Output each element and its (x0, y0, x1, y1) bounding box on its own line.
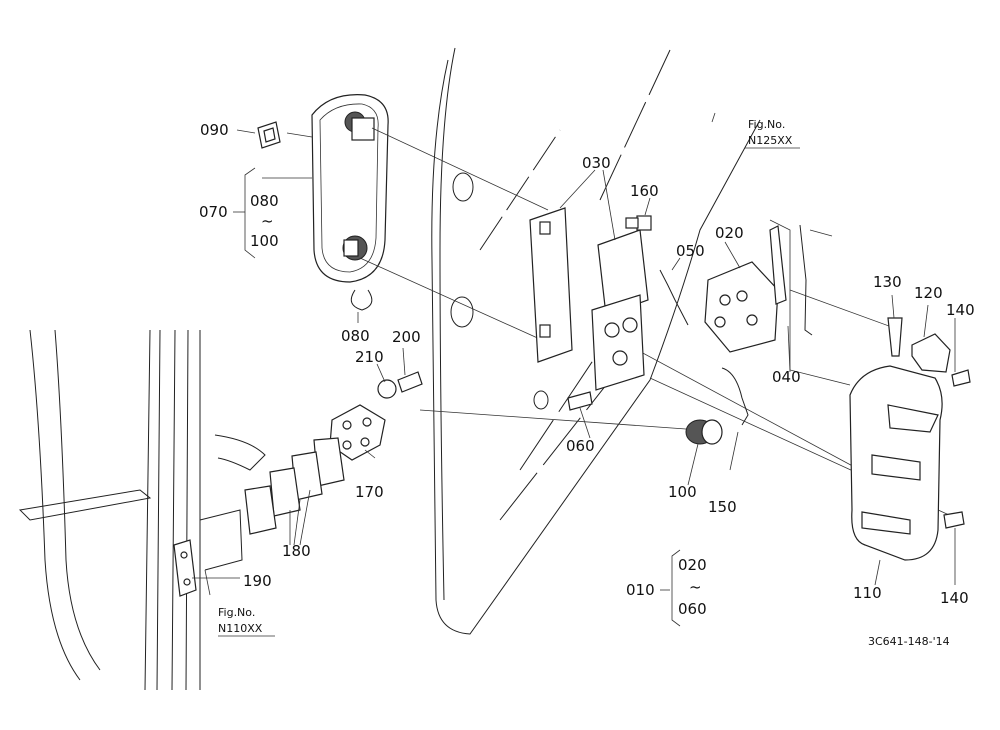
label-140-top: 140 (946, 301, 975, 319)
label-030: 030 (582, 154, 611, 172)
label-140-bottom: 140 (940, 589, 969, 607)
label-060: 060 (566, 437, 595, 455)
label-190: 190 (243, 572, 272, 590)
range-tilde-2: ~ (689, 578, 702, 596)
door-panel (431, 47, 761, 635)
label-090: 090 (200, 121, 229, 139)
part-labels: 090 070 080 ~ 100 080 200 210 170 180 19… (199, 121, 975, 618)
part-090-washer (257, 121, 281, 149)
part-180-shims (244, 437, 345, 535)
leader-lines (192, 112, 956, 627)
label-040: 040 (772, 368, 801, 386)
label-200: 200 (392, 328, 421, 346)
inner-handle (311, 94, 389, 283)
part-100-cylinder (685, 419, 723, 445)
fig-ref-n110: N110XX (218, 622, 263, 635)
label-170: 170 (355, 483, 384, 501)
part-040-rod (799, 224, 813, 336)
part-210-nut (377, 379, 397, 399)
part-160-bolt (625, 215, 652, 231)
part-140-screw-top (951, 369, 971, 387)
part-110-cover (849, 365, 943, 561)
label-080-range-start: 080 (250, 192, 279, 210)
label-120: 120 (914, 284, 943, 302)
part-150-rod (721, 367, 749, 426)
part-020-latch (704, 225, 787, 353)
label-020: 020 (715, 224, 744, 242)
part-030-plate (529, 207, 649, 391)
label-060-range-end: 060 (678, 600, 707, 618)
part-080-clip (350, 289, 373, 311)
label-010: 010 (626, 581, 655, 599)
label-070: 070 (199, 203, 228, 221)
part-170-plate (329, 404, 386, 461)
label-210: 210 (355, 348, 384, 366)
label-130: 130 (873, 273, 902, 291)
fig-ref-label-bottom: Fig.No. (218, 606, 255, 619)
label-050: 050 (676, 242, 705, 260)
part-050-rod (659, 269, 689, 326)
label-100-range-end: 100 (250, 232, 279, 250)
part-060-screw (567, 391, 593, 411)
label-160: 160 (630, 182, 659, 200)
label-150: 150 (708, 498, 737, 516)
part-190-plate (173, 539, 197, 597)
part-200-bolt (397, 371, 423, 393)
part-120-cap (911, 333, 951, 373)
label-180: 180 (282, 542, 311, 560)
cab-frame (18, 329, 266, 691)
fig-ref-n125: N125XX (748, 134, 793, 147)
label-020-range-start: 020 (678, 556, 707, 574)
part-140-screw-bottom (943, 511, 965, 529)
part-130-pin (887, 317, 903, 357)
figure-references: Fig.No. N125XX Fig.No. N110XX (218, 118, 793, 637)
label-080: 080 (341, 327, 370, 345)
fig-ref-label-top: Fig.No. (748, 118, 785, 131)
label-110: 110 (853, 584, 882, 602)
label-100: 100 (668, 483, 697, 501)
range-tilde: ~ (261, 212, 274, 230)
drawing-code: 3C641-148-'14 (868, 635, 950, 648)
